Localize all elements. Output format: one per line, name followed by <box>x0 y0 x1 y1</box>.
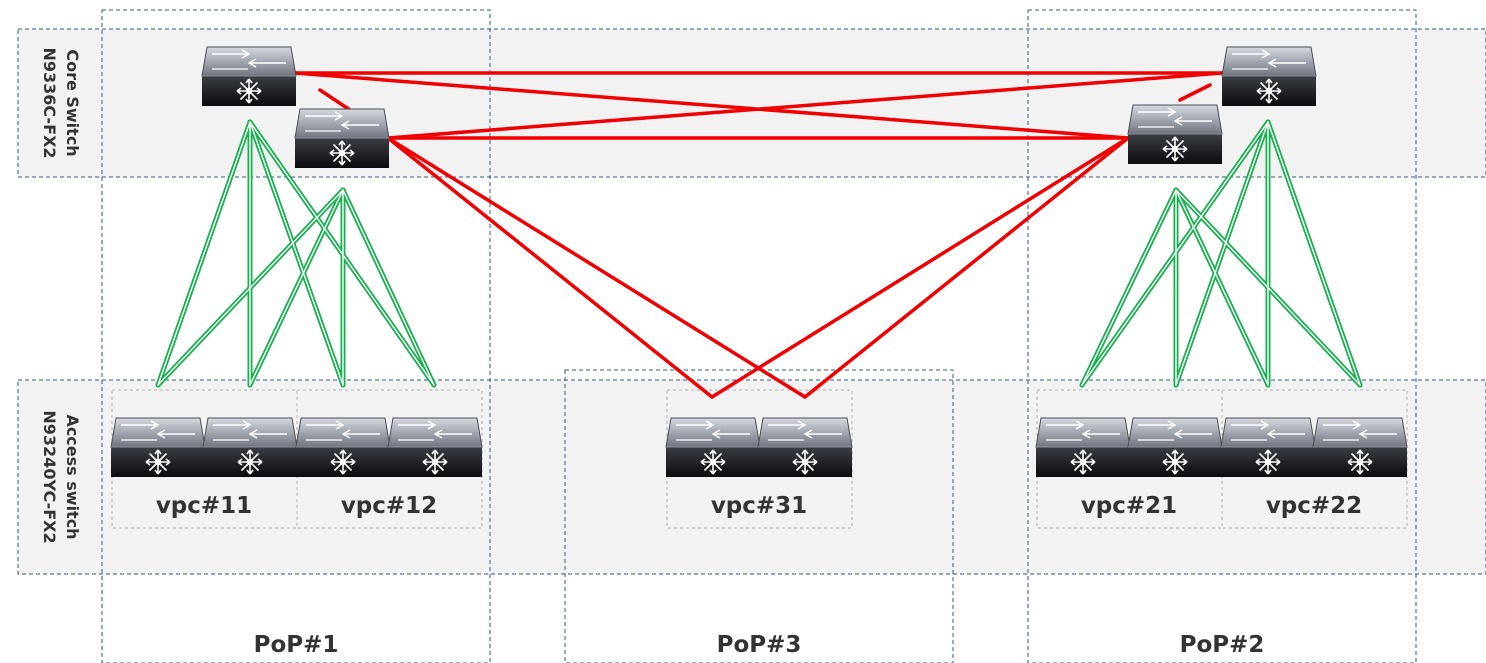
access-switch-vpc12-b-icon <box>387 417 483 478</box>
core-links <box>293 71 1224 399</box>
access-switch-vpc11-b-icon <box>202 417 298 478</box>
core-switch-pop1-b-icon <box>294 108 390 169</box>
vpc11-label: vpc#11 <box>156 493 252 519</box>
access-switch-vpc22-a-icon <box>1220 417 1316 478</box>
access-tier-label-line1: Access switch <box>63 414 82 539</box>
access-switch-vpc31-b-icon <box>757 417 853 478</box>
pop1-label: PoP#1 <box>254 632 339 658</box>
pop2-label: PoP#2 <box>1180 632 1265 658</box>
access-switch-vpc12-a-icon <box>295 417 391 478</box>
pop2-boundary <box>1027 9 1417 663</box>
core-switch-pop1-a-icon <box>201 46 297 107</box>
pop3-label: PoP#3 <box>717 632 802 658</box>
pop3-boundary <box>564 369 954 663</box>
access-switch-vpc11-a-icon <box>110 417 206 478</box>
vpc22-label: vpc#22 <box>1266 493 1362 519</box>
core-switch-pop2-b-icon <box>1127 104 1223 165</box>
vpc21-label: vpc#21 <box>1081 493 1177 519</box>
core-switch-pop2-a-icon <box>1221 46 1317 107</box>
core-tier-label-line2: N9336C-FX2 <box>40 47 59 158</box>
vpc12-label: vpc#12 <box>341 493 437 519</box>
access-links <box>155 119 1363 388</box>
access-switch-vpc21-a-icon <box>1035 417 1131 478</box>
pop1-boundary <box>101 9 491 663</box>
access-tier-label-line2: N93240YC-FX2 <box>40 410 59 543</box>
access-switch-vpc22-b-icon <box>1312 417 1408 478</box>
vpc31-label: vpc#31 <box>711 493 807 519</box>
access-switch-vpc31-a-icon <box>665 417 761 478</box>
core-tier-label-line1: Core Switch <box>63 49 82 156</box>
access-switch-vpc21-b-icon <box>1127 417 1223 478</box>
